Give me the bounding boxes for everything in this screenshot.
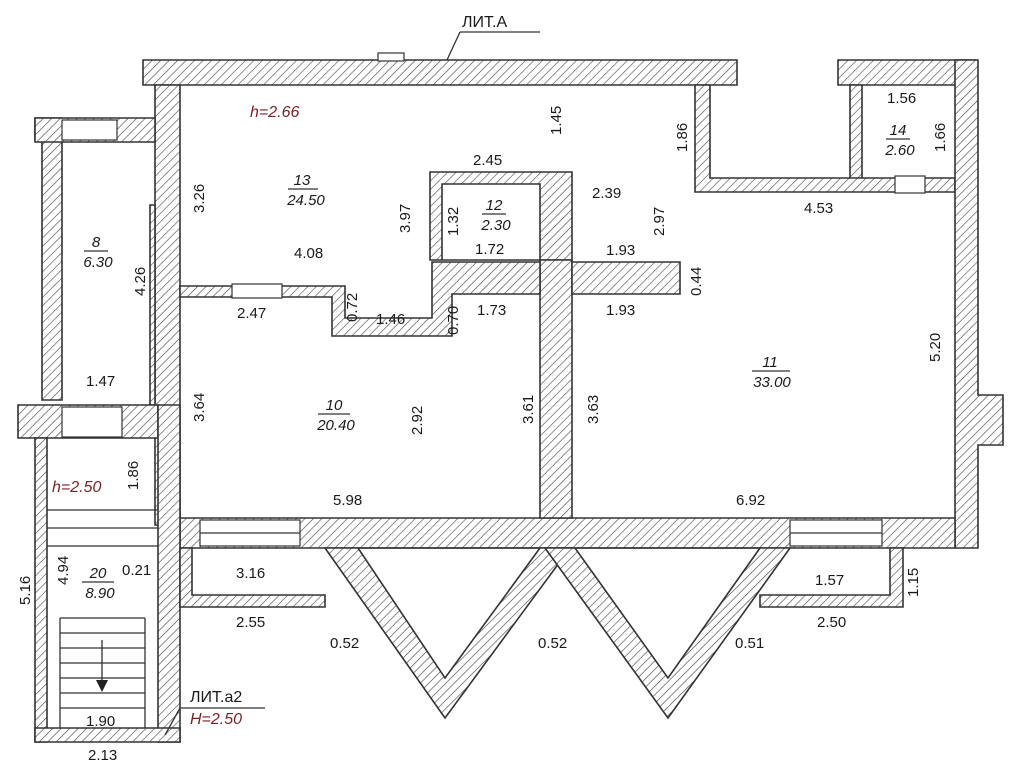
room-12-number: 12 (486, 197, 503, 214)
dim-label: 3.64 (191, 393, 208, 422)
room-12-area: 2.30 (480, 217, 511, 234)
room-10-number: 10 (326, 397, 343, 414)
wall-partition (179, 261, 541, 337)
dim-label: 1.73 (477, 302, 506, 319)
door-2-47 (231, 283, 283, 299)
dim-label: 1.32 (445, 207, 462, 236)
dim-label: 4.53 (804, 200, 833, 217)
stairs-bottom (59, 617, 146, 728)
dim-label: 2.39 (592, 185, 621, 202)
door-1-47 (61, 406, 123, 438)
dim-label: 1.45 (548, 106, 565, 135)
room-8-number: 8 (92, 234, 101, 251)
wall-right (954, 59, 1004, 549)
dim-label: 1.66 (932, 123, 949, 152)
dim-label: 1.93 (606, 242, 635, 259)
dim-label: 2.47 (237, 305, 266, 322)
dim-label: 0.52 (538, 635, 567, 652)
wall-stair-right (157, 404, 181, 743)
dim-label: 6.92 (736, 492, 765, 509)
dim-label: 1.72 (475, 241, 504, 258)
dim-label: 2.13 (88, 747, 117, 764)
top-vent (377, 52, 405, 62)
lit-a-label: ЛИТ.А (462, 14, 507, 31)
dim-label: 1.46 (376, 311, 405, 328)
dim-label: 3.16 (236, 565, 265, 582)
dimension-labels: 1.45 1.86 1.56 1.66 3.26 3.97 2.45 1.32 … (17, 90, 949, 764)
room-13-number: 13 (294, 172, 311, 189)
wall-bay-right (543, 547, 792, 720)
room-labels: 13 24.50 12 2.30 14 2.60 8 6.30 10 20.40… (82, 122, 915, 602)
dim-label: 3.61 (520, 395, 537, 424)
lit-a2-label: ЛИТ.а2 (190, 689, 242, 706)
wall-bay-side-right (759, 547, 904, 608)
dim-label: 1.57 (815, 572, 844, 589)
room-8-area: 6.30 (83, 254, 113, 271)
height-a2: H=2.50 (190, 711, 242, 728)
dim-label: 2.50 (817, 614, 846, 631)
arrow-down-icon (96, 680, 108, 692)
wall-bay-side-left (179, 547, 326, 608)
dim-label: 1.56 (887, 90, 916, 107)
room-20-number: 20 (89, 565, 107, 582)
dim-label: 4.94 (55, 556, 72, 585)
window-room8-top (61, 119, 118, 141)
dim-label: 2.92 (409, 406, 426, 435)
wall-stair-left (34, 437, 48, 743)
height-main: h=2.66 (250, 104, 299, 121)
dim-label: 0.70 (445, 306, 462, 335)
walls (17, 52, 1004, 743)
room-13-area: 24.50 (286, 192, 325, 209)
room-20-area: 8.90 (85, 585, 115, 602)
room-10-area: 20.40 (316, 417, 355, 434)
height-stair: h=2.50 (52, 479, 101, 496)
wall-stair-bottom (34, 727, 181, 743)
room-11-number: 11 (762, 354, 778, 371)
dim-label: 3.26 (191, 184, 208, 213)
wall-1-93 (571, 261, 681, 295)
room-14-area: 2.60 (884, 142, 915, 159)
dim-label: 1.47 (86, 373, 115, 390)
dim-label: 0.44 (688, 267, 705, 296)
room-11-area: 33.00 (753, 374, 791, 391)
dim-label: 4.26 (132, 267, 149, 296)
door-14 (894, 175, 926, 194)
dim-label: 5.98 (333, 492, 362, 509)
dim-label: 0.21 (122, 562, 151, 579)
dim-label: 1.15 (905, 568, 922, 597)
stairs-top (47, 509, 158, 547)
wall-room8-right (149, 204, 156, 406)
wall-14-left (849, 84, 863, 181)
titles: ЛИТ.А ЛИТ.а2 h=2.66 h=2.50 H=2.50 (52, 14, 507, 728)
dim-label: 0.51 (735, 635, 764, 652)
room-14-number: 14 (890, 122, 907, 139)
dim-label: 1.93 (606, 302, 635, 319)
dim-label: 5.20 (927, 333, 944, 362)
dim-label: 2.55 (236, 614, 265, 631)
dim-label: 4.08 (294, 245, 323, 262)
dim-label: 2.97 (651, 207, 668, 236)
wall-top (142, 59, 738, 86)
wall-bay-left (323, 547, 572, 720)
dim-label: 3.63 (585, 395, 602, 424)
wall-room8 (34, 117, 63, 401)
dim-label: 2.45 (473, 152, 502, 169)
dim-label: 1.86 (125, 461, 142, 490)
dim-label: 0.52 (330, 635, 359, 652)
dim-label: 0.72 (344, 293, 361, 322)
dim-label: 5.16 (17, 576, 34, 605)
dim-label: 1.90 (86, 713, 115, 730)
dim-label: 1.86 (674, 123, 691, 152)
dim-label: 3.97 (397, 204, 414, 233)
wall-center (539, 259, 573, 519)
